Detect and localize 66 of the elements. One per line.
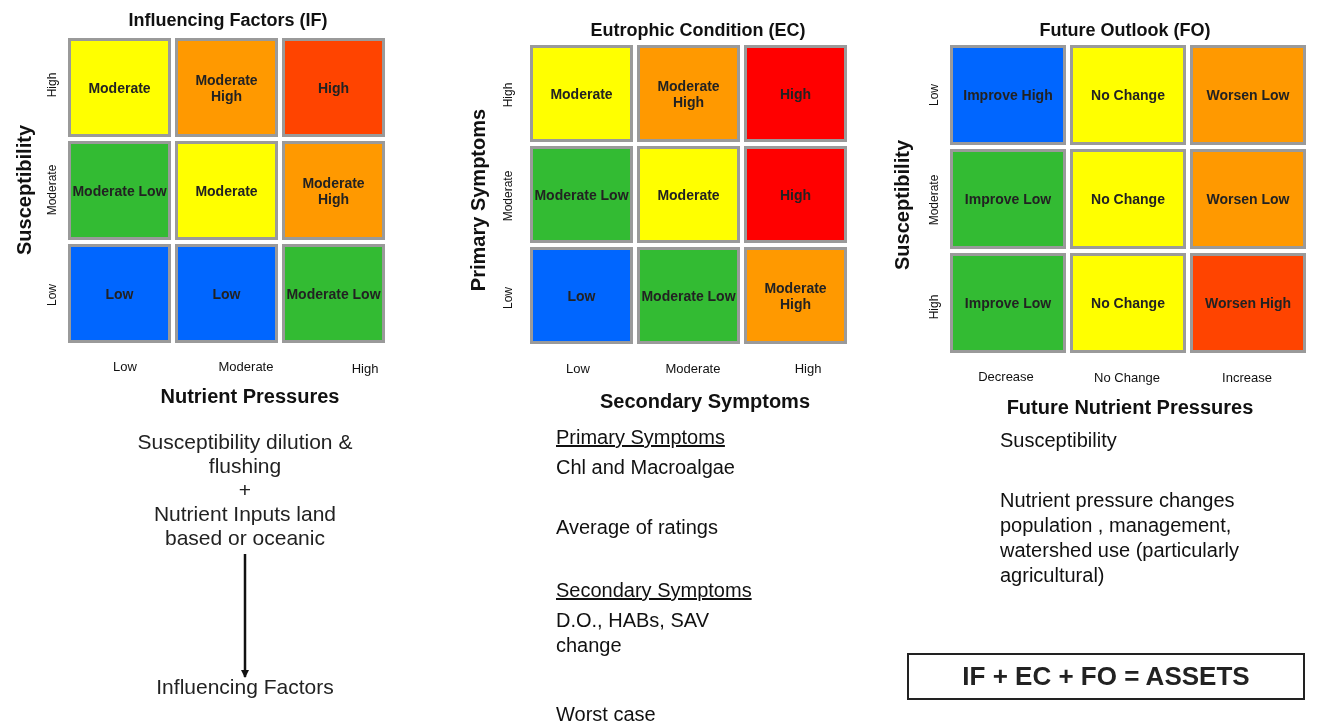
matrix-cell: Moderate [637, 146, 740, 243]
description-text: Worst case [556, 702, 656, 727]
matrix-cell: Moderate High [744, 247, 847, 344]
tick-label: Moderate [218, 358, 274, 374]
tick-label: Low [113, 358, 137, 374]
arrow [241, 554, 249, 678]
matrix-cell: Moderate [175, 141, 278, 240]
tick-label: Moderate [501, 170, 515, 222]
section-heading: Primary Symptoms [556, 425, 725, 450]
tick-label: Low [501, 287, 515, 309]
tick-label: Moderate [927, 174, 941, 226]
matrix-cell: Improve High [950, 45, 1066, 145]
matrix-cell: Low [530, 247, 633, 344]
chart-title: Eutrophic Condition (EC) [590, 19, 806, 41]
description-text: Nutrient pressure changes population , management, watershed use (particularly agricultural) [1000, 488, 1240, 588]
matrix-cell: Moderate Low [68, 141, 171, 240]
description-text: Susceptibility [1000, 428, 1117, 453]
tick-label: No Change [1094, 369, 1160, 385]
matrix-cell: Low [68, 244, 171, 343]
matrix-cell: Low [175, 244, 278, 343]
matrix-cell: Improve Low [950, 253, 1066, 353]
description-text: Influencing Factors [110, 675, 380, 699]
tick-label: Increase [1222, 369, 1272, 385]
description-text: Chl and Macroalgae [556, 455, 735, 480]
formula-box: IF + EC + FO = ASSETS [907, 653, 1305, 700]
tick-label: High [794, 360, 822, 376]
tick-label: Low [45, 284, 59, 306]
chart-title: Influencing Factors (IF) [128, 9, 328, 31]
description-text: D.O., HABs, SAV change [556, 608, 710, 658]
matrix-cell: No Change [1070, 45, 1186, 145]
tick-label: Low [927, 84, 941, 106]
tick-label: Moderate [665, 360, 721, 376]
matrix-cell: High [744, 146, 847, 243]
matrix-cell: High [282, 38, 385, 137]
tick-label: Decrease [978, 368, 1034, 384]
description-text: Average of ratings [556, 515, 718, 540]
tick-label: Moderate [45, 164, 59, 216]
matrix-cell: Moderate Low [530, 146, 633, 243]
axis-title: Nutrient Pressures [160, 384, 340, 408]
description-text: Susceptibility dilution & flushing [136, 430, 354, 478]
matrix-cell: High [744, 45, 847, 142]
matrix-cell: Improve Low [950, 149, 1066, 249]
matrix-cell: Moderate High [282, 141, 385, 240]
matrix-cell: Worsen Low [1190, 149, 1306, 249]
matrix-cell: Moderate High [637, 45, 740, 142]
axis-title: Susceptibility [890, 140, 914, 270]
axis-title: Secondary Symptoms [599, 389, 811, 413]
tick-label: High [501, 82, 515, 108]
matrix-cell: Moderate [530, 45, 633, 142]
description-text: + [237, 478, 253, 502]
tick-label: High [351, 360, 379, 376]
axis-title: Susceptibility [12, 125, 36, 255]
matrix-cell: Moderate High [175, 38, 278, 137]
matrix-cell: Worsen Low [1190, 45, 1306, 145]
matrix-cell: No Change [1070, 149, 1186, 249]
matrix-cell: Moderate [68, 38, 171, 137]
matrix-cell: Moderate Low [637, 247, 740, 344]
description-text: Nutrient Inputs land based or oceanic [152, 502, 338, 550]
axis-title: Primary Symptoms [466, 108, 490, 292]
section-heading: Secondary Symptoms [556, 578, 752, 603]
matrix-cell: Worsen High [1190, 253, 1306, 353]
matrix-cell: No Change [1070, 253, 1186, 353]
axis-title: Future Nutrient Pressures [1006, 395, 1254, 419]
chart-title: Future Outlook (FO) [1039, 19, 1211, 41]
matrix-cell: Moderate Low [282, 244, 385, 343]
tick-label: Low [566, 360, 590, 376]
